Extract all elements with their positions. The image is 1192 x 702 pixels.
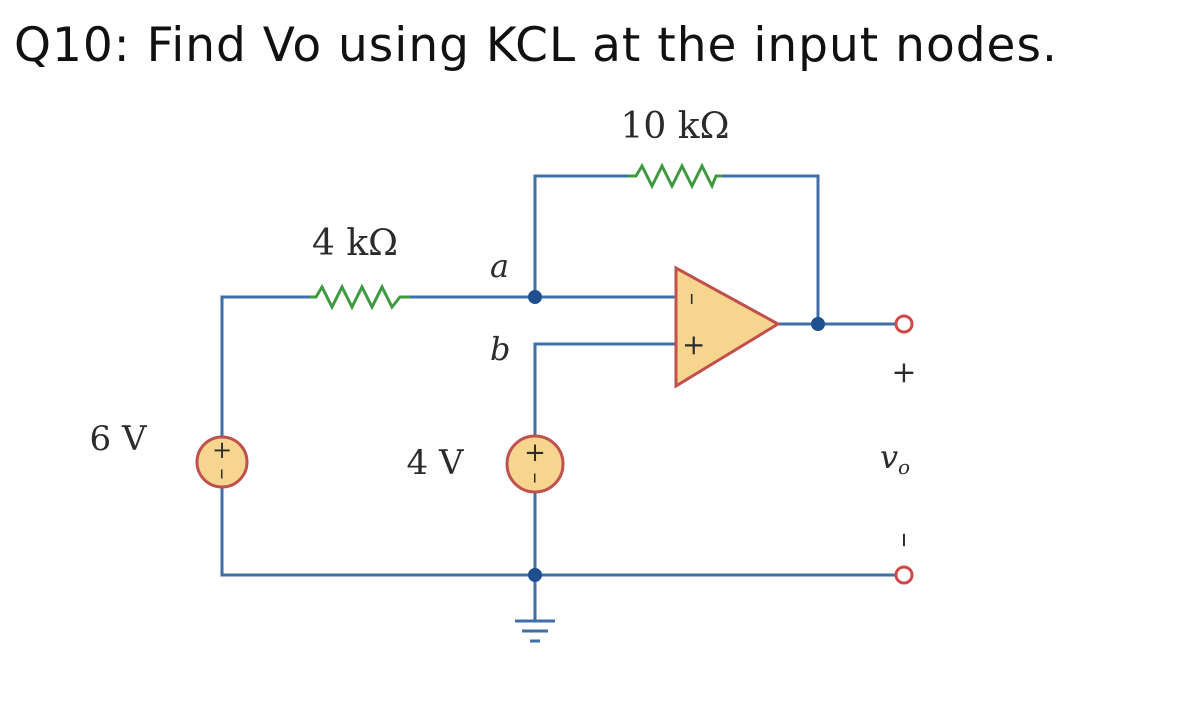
- op-amp-plus-label: +: [682, 328, 705, 361]
- node-ground-dot: [528, 568, 542, 582]
- node-dots: [528, 290, 825, 582]
- op-amp-minus-label: –: [676, 293, 704, 305]
- node-a-dot: [528, 290, 542, 304]
- wire-feedback-right: [722, 174, 820, 324]
- op-amp-body: [674, 265, 781, 389]
- wires: [220, 174, 896, 620]
- label-4k: 4 kΩ: [312, 223, 398, 264]
- svg-text:+: +: [524, 438, 546, 468]
- vo-symbol: vo: [880, 438, 910, 479]
- output-terminals: [894, 314, 914, 585]
- svg-text:–: –: [523, 473, 548, 484]
- wire-b: [533, 342, 676, 436]
- vo-plus: +: [891, 355, 916, 390]
- wire-a-up: [533, 174, 628, 297]
- wire-left-bottom: [220, 488, 896, 577]
- label-6v: 6 V: [90, 419, 148, 459]
- output-terminal-bottom: [894, 565, 914, 585]
- label-10k: 10 kΩ: [621, 106, 730, 147]
- label-node-b: b: [490, 330, 510, 368]
- node-output-dot: [811, 317, 825, 331]
- source-4v: + –: [505, 434, 565, 494]
- output-terminal-top: [894, 314, 914, 334]
- svg-text:+: +: [212, 436, 232, 464]
- op-amp: – +: [674, 265, 781, 389]
- svg-text:–: –: [210, 469, 235, 480]
- question-title: Q10: Find Vo using KCL at the input node…: [14, 18, 1058, 73]
- vo-minus: –: [888, 533, 923, 548]
- resistor-10k: [628, 162, 722, 190]
- ground-icon: [515, 619, 555, 643]
- resistor-4k: [310, 283, 410, 311]
- wire-left-top: [220, 295, 310, 438]
- vo-label: + vo –: [880, 355, 923, 548]
- label-4v: 4 V: [407, 443, 465, 483]
- label-node-a: a: [490, 247, 509, 285]
- source-6v: + –: [195, 435, 249, 489]
